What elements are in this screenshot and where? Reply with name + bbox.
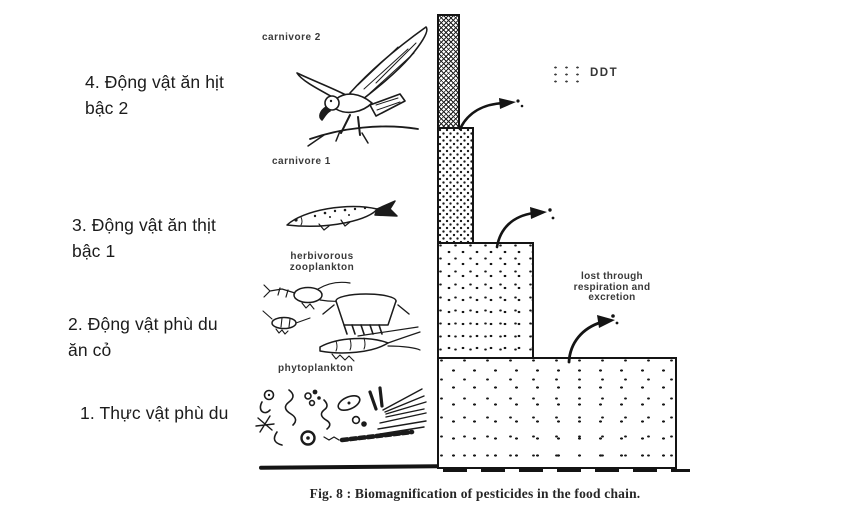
baseline-dashed-segment: [443, 469, 690, 472]
en-label-zooplankton-line1: herbivorous: [290, 251, 354, 262]
vn-label-level3-line2: bậc 1: [72, 241, 116, 261]
vn-label-level4-line2: bậc 2: [85, 98, 129, 118]
vn-label-level2: 2. Động vật phù du ăn cỏ: [68, 311, 218, 363]
fish-carnivore1-illustration: [286, 200, 398, 231]
phytoplankton-illustration: [255, 386, 427, 446]
ddt-legend: DDT: [549, 62, 618, 84]
loss-annotation-line2: respiration and: [573, 281, 651, 293]
loss-annotation: lost through respiration and excretion: [552, 271, 672, 304]
vn-label-level3-line1: 3. Động vật ăn thịt: [72, 215, 216, 235]
vn-label-level4: 4. Động vật ăn hịt bậc 2: [85, 69, 224, 121]
vn-label-level1: 1. Thực vật phù du: [80, 400, 228, 426]
ddt-bar-zooplankton: [437, 242, 534, 359]
ddt-legend-label: DDT: [590, 67, 619, 79]
en-label-zooplankton-line2: zooplankton: [289, 262, 355, 273]
loss-arrow-zooplankton: [495, 207, 555, 249]
vn-label-level4-line1: 4. Động vật ăn hịt: [85, 72, 224, 92]
loss-arrow-carnivore1: [458, 98, 524, 131]
vn-label-level3: 3. Động vật ăn thịt bậc 1: [72, 212, 216, 264]
figure-caption: Fig. 8 : Biomagnification of pesticides …: [235, 486, 715, 502]
vn-label-level2-line2: ăn cỏ: [68, 340, 112, 360]
en-label-carnivore1: carnivore 1: [272, 156, 331, 167]
ddt-bar-carnivore2: [437, 14, 460, 129]
zooplankton-illustration: [262, 281, 421, 362]
baseline-left-segment: [258, 464, 440, 470]
ddt-bar-phytoplankton: [437, 357, 677, 469]
loss-annotation-line3: excretion: [588, 292, 636, 303]
ddt-bar-carnivore1: [437, 127, 474, 244]
en-label-zooplankton: herbivorous zooplankton: [278, 251, 366, 273]
figure-caption-prefix: Fig. 8 :: [309, 486, 352, 501]
en-label-carnivore2: carnivore 2: [262, 32, 321, 43]
ddt-pattern-swatch: [549, 62, 581, 84]
bird-carnivore2-illustration: [296, 26, 428, 147]
loss-annotation-line1: lost through: [581, 271, 643, 282]
loss-arrow-phytoplankton: [567, 314, 619, 364]
vn-label-level1-line1: 1. Thực vật phù du: [80, 403, 229, 423]
vn-label-level2-line1: 2. Động vật phù du: [68, 314, 218, 334]
en-label-phytoplankton: phytoplankton: [278, 363, 354, 374]
figure-caption-text: Biomagnification of pesticides in the fo…: [354, 486, 641, 501]
